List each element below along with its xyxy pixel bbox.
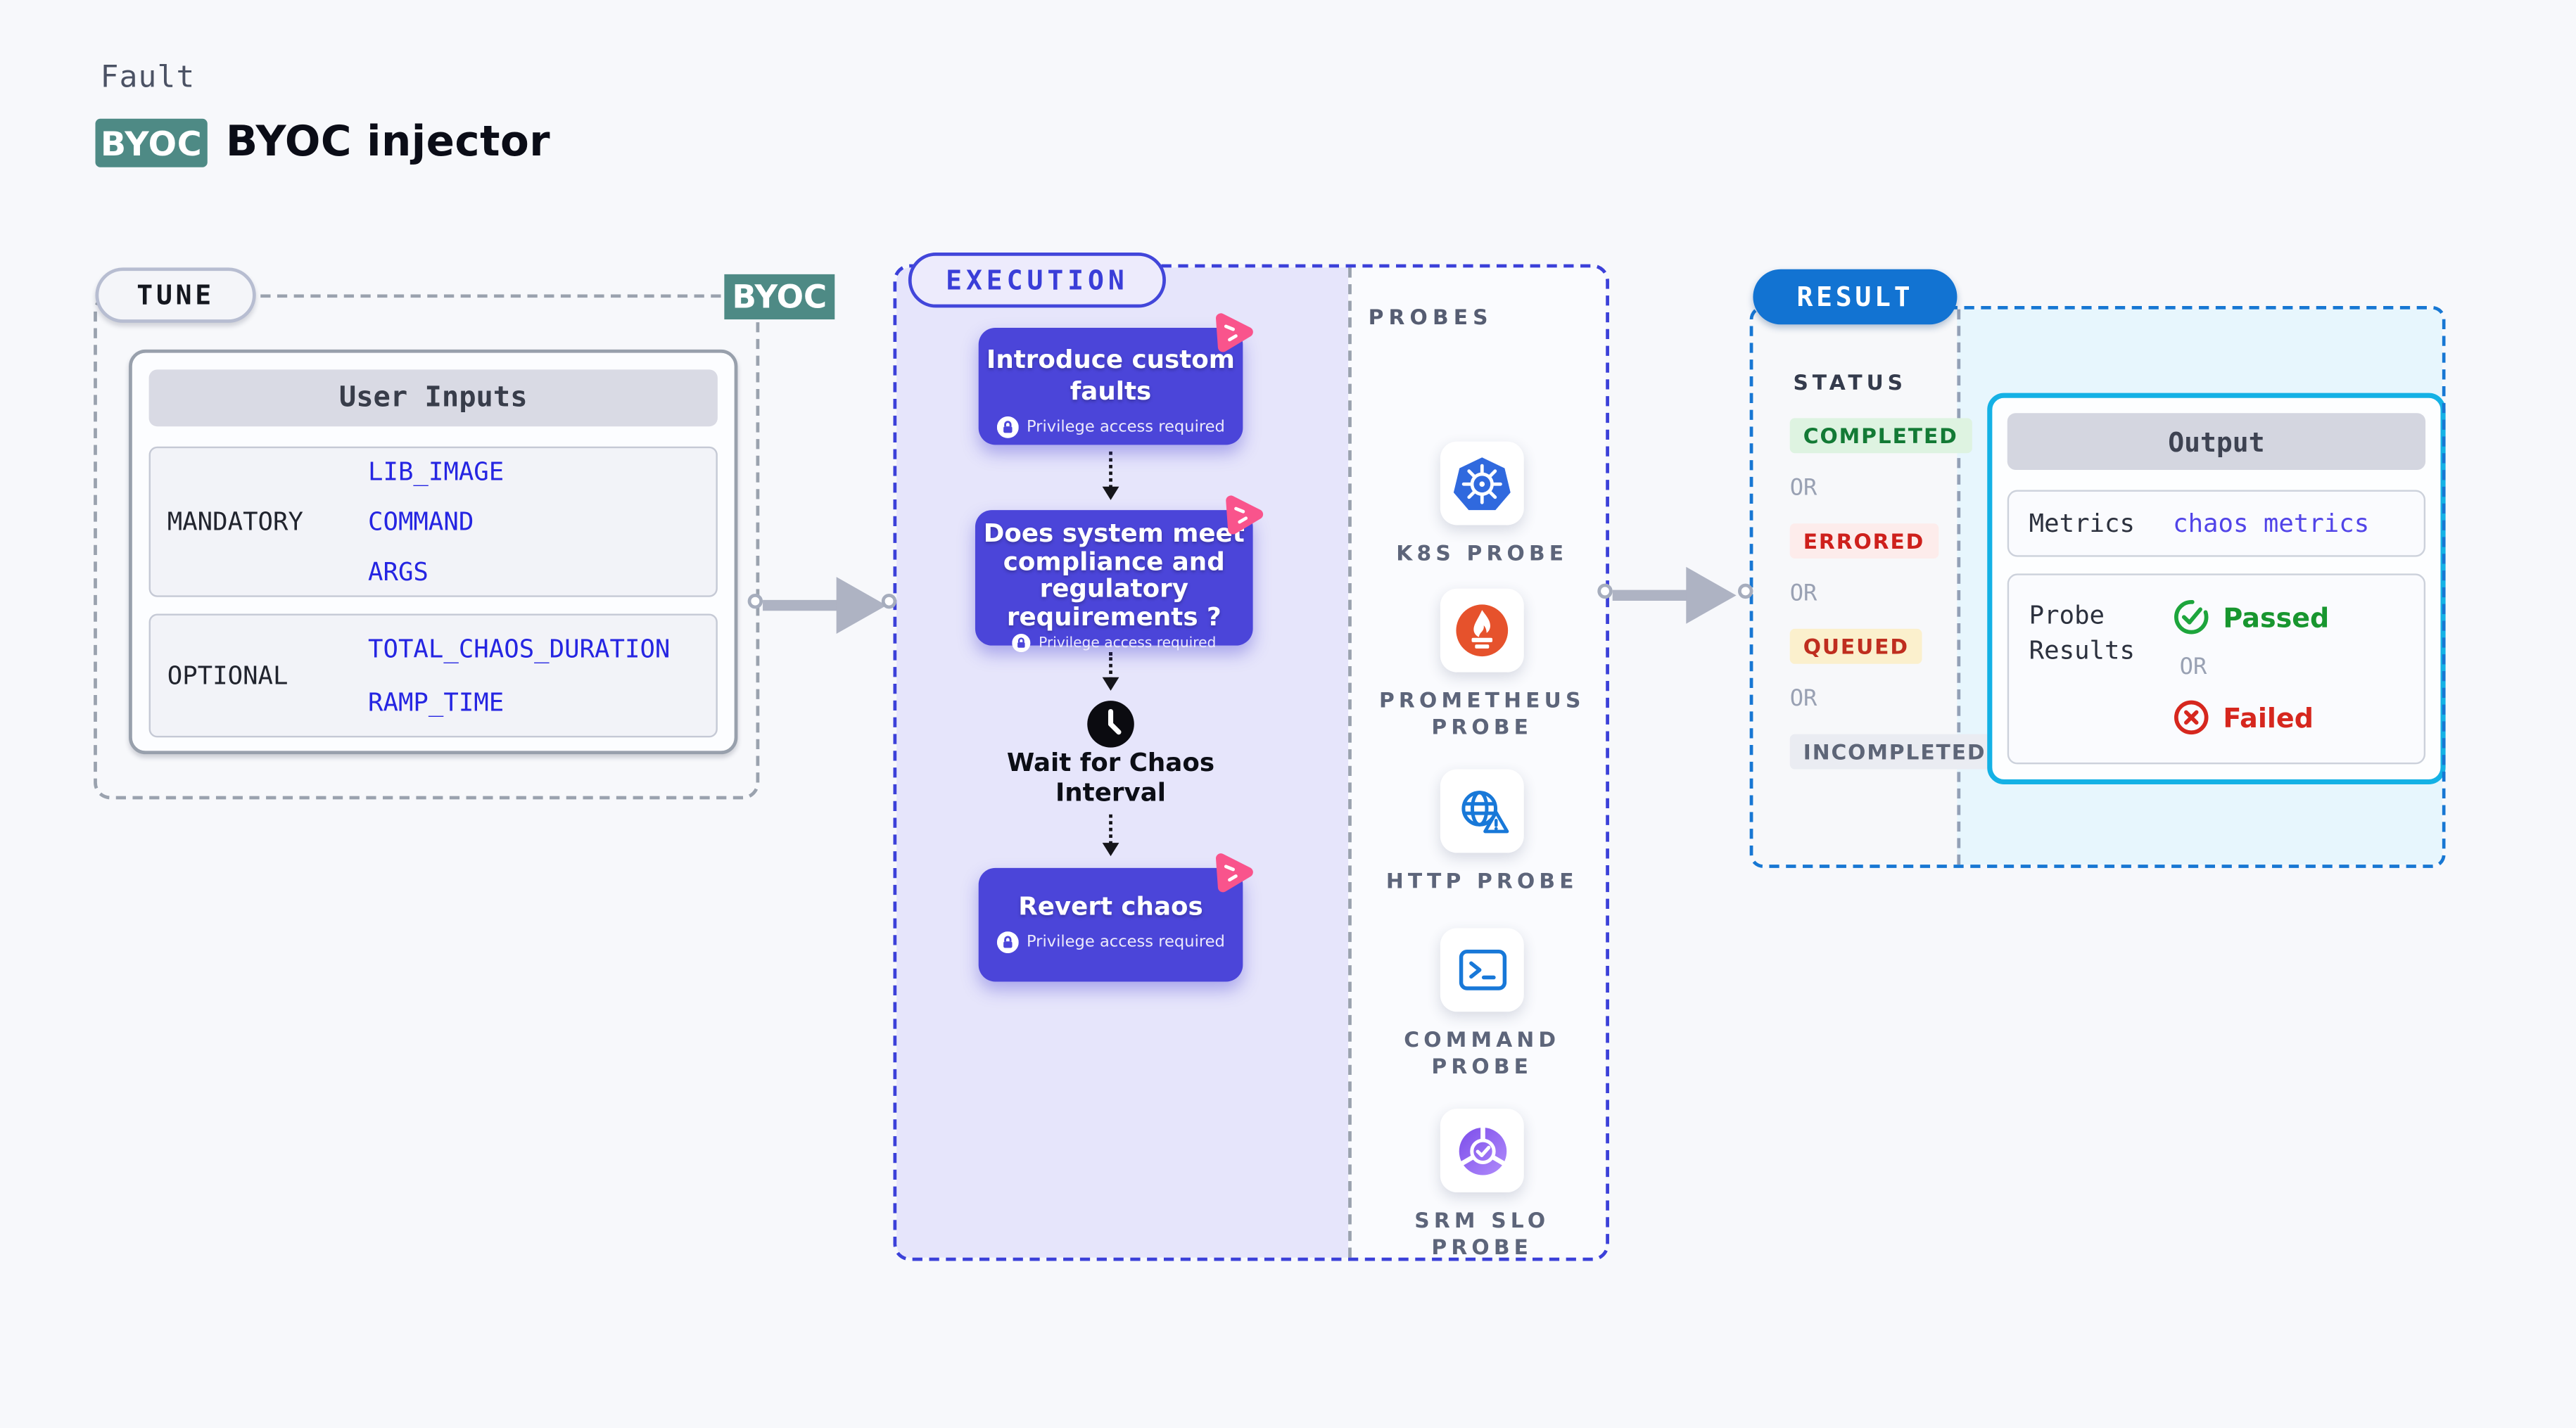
probe-results-row: Probe Results Passed OR Failed bbox=[2007, 573, 2426, 765]
env-var: COMMAND bbox=[368, 506, 474, 537]
status-badge-incompleted: INCOMPLETED bbox=[1789, 734, 2000, 770]
probe-srm-slo: SRM SLO PROBE bbox=[1348, 1109, 1616, 1261]
chaos-logo-icon bbox=[1215, 853, 1253, 893]
passed-check-icon bbox=[2174, 599, 2209, 635]
mandatory-label: MANDATORY bbox=[167, 506, 303, 537]
status-badge-completed: COMPLETED bbox=[1789, 418, 1972, 454]
prometheus-icon bbox=[1440, 588, 1524, 672]
env-var: RAMP_TIME bbox=[368, 687, 505, 718]
probe-label: SRM SLO PROBE bbox=[1414, 1207, 1550, 1260]
or-separator: OR bbox=[1789, 475, 1817, 502]
env-var: TOTAL_CHAOS_DURATION bbox=[368, 633, 671, 664]
connector-node bbox=[1738, 583, 1753, 599]
probe-label: HTTP PROBE bbox=[1385, 867, 1578, 893]
page-title: BYOC injector bbox=[225, 117, 551, 166]
step-title: Introduce custom faults bbox=[986, 344, 1235, 407]
probe-results-label: Probe Results bbox=[2029, 600, 2135, 666]
http-globe-icon bbox=[1440, 769, 1524, 853]
step-revert-chaos: Revert chaos Privilege access required bbox=[978, 853, 1253, 982]
metrics-row: Metrics chaos metrics bbox=[2007, 490, 2426, 557]
connector-node bbox=[881, 593, 897, 609]
optional-label: OPTIONAL bbox=[167, 661, 288, 691]
or-separator: OR bbox=[1789, 580, 1817, 607]
probe-k8s: K8S PROBE bbox=[1348, 441, 1616, 567]
flow-arrow bbox=[1102, 451, 1119, 500]
optional-row: OPTIONAL TOTAL_CHAOS_DURATION RAMP_TIME bbox=[148, 613, 718, 738]
metrics-value: chaos metrics bbox=[2173, 508, 2370, 539]
step-compliance-check: Does system meet compliance and regulato… bbox=[975, 495, 1264, 653]
probes-heading: PROBES bbox=[1368, 304, 1493, 330]
wait-step-label: Wait for Chaos Interval bbox=[1006, 747, 1215, 808]
output-header: Output bbox=[2007, 413, 2426, 471]
step-title: Does system meet compliance and regulato… bbox=[983, 518, 1245, 632]
byoc-corner-badge: BYOC bbox=[724, 274, 835, 320]
lock-icon bbox=[996, 416, 1019, 438]
optional-values: TOTAL_CHAOS_DURATION RAMP_TIME bbox=[368, 634, 670, 718]
probe-http: HTTP PROBE bbox=[1348, 769, 1616, 895]
status-list: COMPLETED OR ERRORED OR QUEUED OR INCOMP… bbox=[1789, 418, 2000, 770]
terminal-icon bbox=[1440, 928, 1524, 1012]
privilege-note: Privilege access required bbox=[1026, 418, 1225, 437]
execution-section-frame bbox=[893, 264, 1609, 1261]
chaos-logo-icon bbox=[1215, 313, 1253, 352]
tune-section-frame bbox=[94, 294, 760, 800]
or-separator: OR bbox=[1789, 685, 1817, 713]
status-divider-line bbox=[1957, 309, 1961, 865]
probes-divider-line bbox=[1348, 267, 1352, 1258]
user-inputs-header: User Inputs bbox=[148, 369, 718, 427]
probe-prometheus: PROMETHEUS PROBE bbox=[1348, 588, 1616, 741]
lock-icon bbox=[1012, 633, 1031, 653]
passed-label: Passed bbox=[2223, 601, 2330, 633]
connector-node bbox=[1597, 583, 1613, 599]
tune-pill: TUNE bbox=[95, 267, 256, 323]
probe-label: COMMAND PROBE bbox=[1404, 1026, 1561, 1079]
chaos-logo-icon bbox=[1226, 495, 1264, 535]
step-introduce-faults: Introduce custom faults Privilege access… bbox=[978, 313, 1253, 445]
probes-panel bbox=[1348, 267, 1606, 1258]
mandatory-values: LIB_IMAGE COMMAND ARGS bbox=[368, 457, 504, 587]
kubernetes-icon bbox=[1440, 441, 1524, 525]
tune-to-execution-arrow bbox=[763, 577, 887, 634]
clock-icon bbox=[1086, 699, 1136, 756]
status-badge-errored: ERRORED bbox=[1789, 523, 1939, 559]
mandatory-row: MANDATORY LIB_IMAGE COMMAND ARGS bbox=[148, 446, 718, 597]
status-badge-queued: QUEUED bbox=[1789, 628, 1922, 664]
env-var: ARGS bbox=[368, 556, 429, 587]
result-pill: RESULT bbox=[1753, 269, 1958, 325]
privilege-note: Privilege access required bbox=[1039, 635, 1217, 651]
connector-node bbox=[747, 593, 763, 609]
byoc-title-badge: BYOC bbox=[95, 118, 208, 167]
probe-label: PROMETHEUS PROBE bbox=[1378, 687, 1585, 739]
or-separator: OR bbox=[2179, 654, 2207, 681]
env-var: LIB_IMAGE bbox=[368, 457, 505, 487]
flow-arrow bbox=[1102, 652, 1119, 691]
status-heading: STATUS bbox=[1793, 369, 1908, 395]
execution-pill: EXECUTION bbox=[908, 252, 1166, 308]
probe-label: K8S PROBE bbox=[1396, 540, 1568, 566]
metrics-label: Metrics bbox=[2029, 507, 2135, 538]
lock-icon bbox=[996, 931, 1019, 954]
execution-to-result-arrow bbox=[1612, 566, 1737, 624]
srm-slo-icon bbox=[1440, 1109, 1524, 1193]
flow-arrow bbox=[1102, 814, 1119, 857]
probe-command: COMMAND PROBE bbox=[1348, 928, 1616, 1080]
status-panel bbox=[1753, 309, 1958, 865]
privilege-note: Privilege access required bbox=[1026, 933, 1225, 952]
fault-kicker: Fault bbox=[100, 60, 196, 96]
step-title: Revert chaos bbox=[1018, 891, 1203, 922]
failed-label: Failed bbox=[2223, 701, 2314, 734]
failed-x-icon bbox=[2174, 700, 2209, 735]
